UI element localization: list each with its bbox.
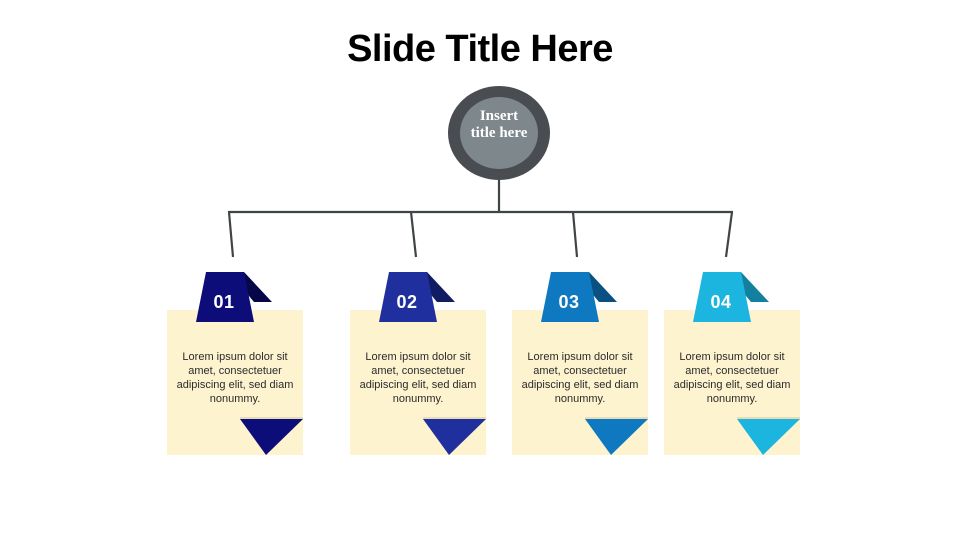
card-tag-fold [244, 272, 272, 302]
card-number: 02 [396, 292, 418, 312]
card-corner-shadow [585, 417, 648, 419]
page-title: Slide Title Here [347, 28, 613, 70]
card-description: Lorem ipsum dolor sit amet, consectetuer… [673, 351, 791, 405]
card-item[interactable]: 01 Lorem ipsum dolor sit amet, consectet… [160, 272, 320, 462]
card-number: 01 [213, 292, 235, 312]
card-corner-shadow [737, 417, 800, 419]
card-tag-face [379, 272, 437, 322]
card-tag-banner [693, 272, 769, 322]
connector-drop-1 [227, 211, 235, 258]
card-tag-fold [741, 272, 769, 302]
card-tag-banner [541, 272, 617, 322]
card-number: 03 [558, 292, 580, 312]
card-folded-corner-icon [585, 417, 648, 455]
card-corner-triangle [737, 419, 800, 455]
card-tag-banner [379, 272, 455, 322]
card-number: 04 [710, 292, 732, 312]
card-description: Lorem ipsum dolor sit amet, consectetuer… [359, 351, 477, 405]
card-corner-triangle [423, 419, 486, 455]
card-corner-triangle [585, 419, 648, 455]
card-corner-shadow [423, 417, 486, 419]
card-folded-corner-icon [240, 417, 303, 455]
connector-drop-4 [724, 211, 734, 258]
center-node-fill [460, 97, 538, 169]
center-node-label: Insert title here [460, 108, 538, 142]
connector-drop-3 [571, 211, 579, 258]
card-tag-fold [427, 272, 455, 302]
card-tag-fold [589, 272, 617, 302]
card-item[interactable]: 03 Lorem ipsum dolor sit amet, consectet… [505, 272, 665, 462]
card-folded-corner-icon [737, 417, 800, 455]
center-node[interactable]: Insert title here [448, 86, 550, 180]
card-tag-face [196, 272, 254, 322]
card-folded-corner-icon [423, 417, 486, 455]
center-node-label-line1: Insert [479, 108, 519, 124]
card-item[interactable]: 04 Lorem ipsum dolor sit amet, consectet… [657, 272, 817, 462]
card-corner-shadow [240, 417, 303, 419]
card-item[interactable]: 02 Lorem ipsum dolor sit amet, consectet… [343, 272, 503, 462]
card-tag-face [693, 272, 751, 322]
card-description: Lorem ipsum dolor sit amet, consectetuer… [521, 351, 639, 405]
card-tag-face [541, 272, 599, 322]
card-description: Lorem ipsum dolor sit amet, consectetuer… [176, 351, 294, 405]
connector-drop-2 [409, 211, 418, 258]
card-corner-triangle [240, 419, 303, 455]
card-tag-banner [196, 272, 272, 322]
center-node-label-line2: title here [470, 125, 528, 141]
